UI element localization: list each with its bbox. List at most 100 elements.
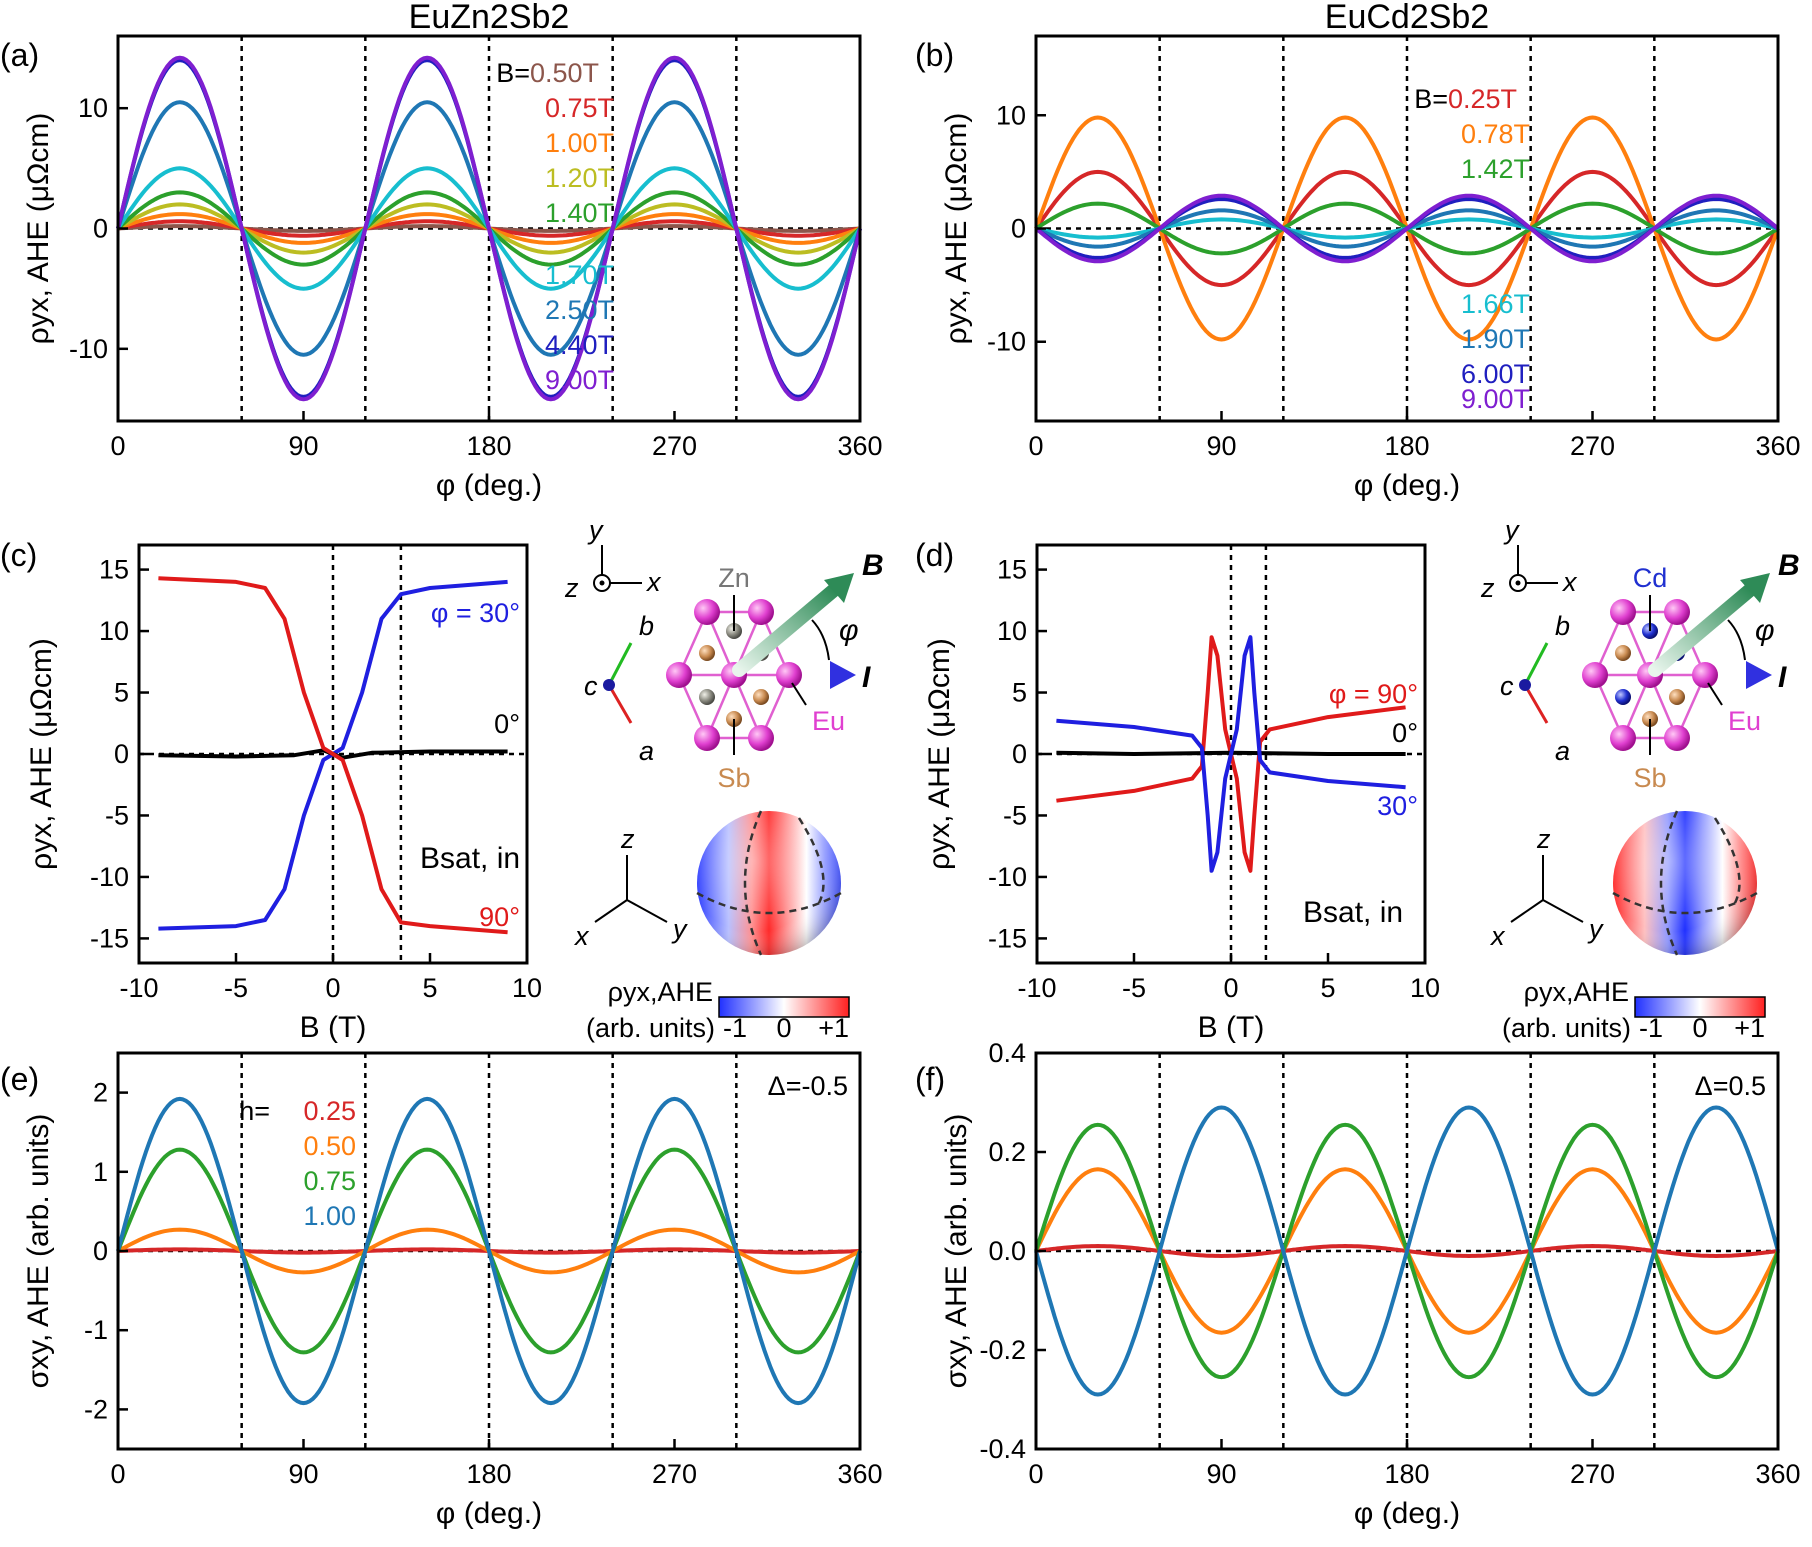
y-axis-label: ρyx, AHE (μΩcm) xyxy=(923,638,956,870)
series-line-2 xyxy=(158,576,508,935)
atom-label: Eu xyxy=(812,706,845,736)
y-tick-label: 10 xyxy=(99,616,129,646)
legend-entry: 0.75T xyxy=(545,93,614,123)
panel-label: (b) xyxy=(915,37,954,73)
y-tick-label: 0 xyxy=(93,1236,108,1266)
legend-entry: 1.42T xyxy=(1461,154,1530,184)
y-tick-label: 10 xyxy=(997,616,1027,646)
axis-label-x: x xyxy=(645,567,662,597)
y-tick-label: 0.2 xyxy=(988,1137,1026,1167)
x-tick-label: 90 xyxy=(288,431,318,461)
small-atom xyxy=(1615,689,1631,705)
x-tick-label: 180 xyxy=(466,1459,511,1489)
small-atom xyxy=(699,645,715,661)
eu-atom xyxy=(694,599,720,625)
y-tick-label: -10 xyxy=(69,334,108,364)
colorbar-max: +1 xyxy=(818,1013,849,1043)
axis-label-a: a xyxy=(1555,736,1570,766)
legend-entry: 1.66T xyxy=(1461,289,1530,319)
x-tick-label: 180 xyxy=(466,431,511,461)
x-axis-label: φ (deg.) xyxy=(436,469,542,502)
panel-label: (c) xyxy=(0,537,37,573)
legend-entry: 0.25 xyxy=(303,1096,356,1126)
atom-label: Cd xyxy=(1633,563,1668,593)
y-tick-label: 15 xyxy=(99,555,129,585)
y-axis-label: ρyx, AHE (μΩcm) xyxy=(940,113,973,345)
axis-label-y: y xyxy=(587,515,604,545)
y-tick-label: 5 xyxy=(1012,678,1027,708)
x-tick-label: 270 xyxy=(652,431,697,461)
y-tick-label: -10 xyxy=(988,862,1027,892)
angle-arc xyxy=(811,619,830,661)
y-tick-label: 2 xyxy=(93,1078,108,1108)
eu-atom xyxy=(1610,599,1636,625)
legend-entry: 9.00T xyxy=(545,365,614,395)
series-line-8 xyxy=(116,55,862,402)
y-tick-label: -10 xyxy=(987,327,1026,357)
x3-axis xyxy=(1510,899,1544,923)
legend-prefix: h= xyxy=(239,1096,270,1126)
axis-label-y3: y xyxy=(1587,914,1604,944)
series-label: φ = 90° xyxy=(1329,679,1418,709)
legend-prefix: B= xyxy=(496,58,530,88)
x-tick-label: 10 xyxy=(1410,973,1440,1003)
eu-atom xyxy=(748,725,774,751)
y-tick-label: -2 xyxy=(84,1394,108,1424)
y-tick-label: -5 xyxy=(105,800,129,830)
panel-label: (e) xyxy=(0,1061,39,1097)
y-tick-label: 0 xyxy=(1011,214,1026,244)
chart-title: EuCd2Sb2 xyxy=(1325,0,1489,36)
x-tick-label: 90 xyxy=(1206,431,1236,461)
small-atom xyxy=(753,689,769,705)
atom-label: Zn xyxy=(718,563,750,593)
x-tick-label: 360 xyxy=(1755,1459,1800,1489)
small-atom xyxy=(1615,645,1631,661)
panel-label: (d) xyxy=(915,537,954,573)
z-dot xyxy=(599,580,605,586)
legend-entry: 1.90T xyxy=(1461,324,1530,354)
sphere-meridian xyxy=(1713,817,1741,904)
z-dot xyxy=(1515,580,1521,586)
legend-entry: 1.70T xyxy=(545,260,614,290)
x-tick-label: -5 xyxy=(224,973,248,1003)
sphere-equator xyxy=(696,891,842,915)
sphere-equator xyxy=(1612,891,1758,915)
current-arrowhead xyxy=(1746,661,1772,689)
a-axis-arrow xyxy=(1523,684,1549,724)
series-label: 0° xyxy=(1392,718,1418,748)
series-line-3 xyxy=(116,1096,862,1406)
x-tick-label: 360 xyxy=(837,1459,882,1489)
corner-label: Δ=0.5 xyxy=(1695,1071,1766,1101)
axis-label-y3: y xyxy=(671,914,688,944)
atom-label: Sb xyxy=(717,763,750,793)
colorbar-label: ρyx,AHE xyxy=(1524,977,1629,1007)
field-arrow xyxy=(732,583,841,677)
sphere-meridian xyxy=(1659,810,1679,956)
legend-entry: 1.40T xyxy=(545,198,614,228)
b-axis-arrow xyxy=(607,642,633,686)
axis-label-b: b xyxy=(1555,611,1570,641)
x-tick-label: 360 xyxy=(837,431,882,461)
y-tick-label: 0 xyxy=(93,214,108,244)
panel-label: (f) xyxy=(915,1061,945,1097)
y-axis-label: ρyx, AHE (μΩcm) xyxy=(22,113,55,345)
a-axis-arrow xyxy=(607,684,633,724)
angle-arc xyxy=(1727,619,1746,661)
y-tick-label: 15 xyxy=(997,555,1027,585)
x-axis-label: B (T) xyxy=(1198,1011,1265,1044)
sphere-meridian xyxy=(797,817,825,904)
x-tick-label: 90 xyxy=(288,1459,318,1489)
current-arrowhead xyxy=(830,661,856,689)
sphere-shading xyxy=(1613,811,1757,955)
y-tick-label: 0.4 xyxy=(988,1038,1026,1068)
x-axis-label: φ (deg.) xyxy=(436,1497,542,1530)
series-line-2 xyxy=(1056,635,1406,873)
eu-atom xyxy=(1664,599,1690,625)
corner-label: Δ=-0.5 xyxy=(768,1071,848,1101)
colorbar-min: -1 xyxy=(723,1013,747,1043)
